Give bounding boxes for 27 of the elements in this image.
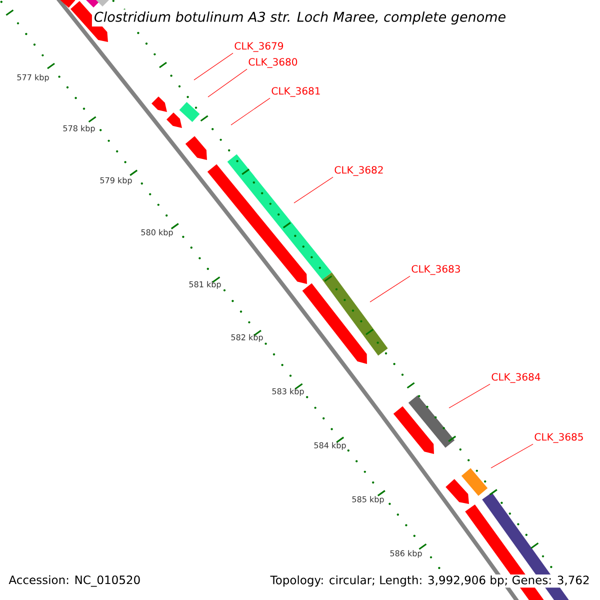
leader-line <box>448 384 490 408</box>
tick-label: 581 kbp <box>189 281 221 289</box>
accession-text: Accession: NC_010520 <box>8 575 140 587</box>
tick-label: 577 kbp <box>17 74 49 82</box>
gene-label: CLK_3683 <box>412 265 460 275</box>
gene-label: CLK_3685 <box>534 433 583 443</box>
tick-label: 578 kbp <box>63 125 95 133</box>
gene-label: CLK_3684 <box>492 373 540 383</box>
genome-stats-text: Topology: circular; Length: 3,992,906 bp; Genes: 3,762 <box>269 574 591 588</box>
leader-line <box>194 52 234 80</box>
tick-label: 585 kbp <box>352 496 384 504</box>
gene-label: CLK_3680 <box>248 58 298 68</box>
tick-label: 580 kbp <box>141 229 173 237</box>
gene-label: CLK_3679 <box>234 42 284 52</box>
tick-label: 583 kbp <box>272 388 304 396</box>
leader-line <box>230 98 270 126</box>
leader-line <box>208 68 248 98</box>
tick-label: 579 kbp <box>100 177 132 185</box>
tick-label: 586 kbp <box>390 550 422 558</box>
leader-line <box>294 176 334 204</box>
tick-label: 584 kbp <box>314 442 346 450</box>
leader-line <box>490 444 534 468</box>
tick-label: 582 kbp <box>231 334 263 342</box>
gene-label: CLK_3681 <box>272 87 320 97</box>
leader-line <box>370 276 410 302</box>
gene-label: CLK_3682 <box>334 166 383 176</box>
title: Clostridium botulinum A3 str. Loch Maree, complete genome <box>92 9 508 27</box>
